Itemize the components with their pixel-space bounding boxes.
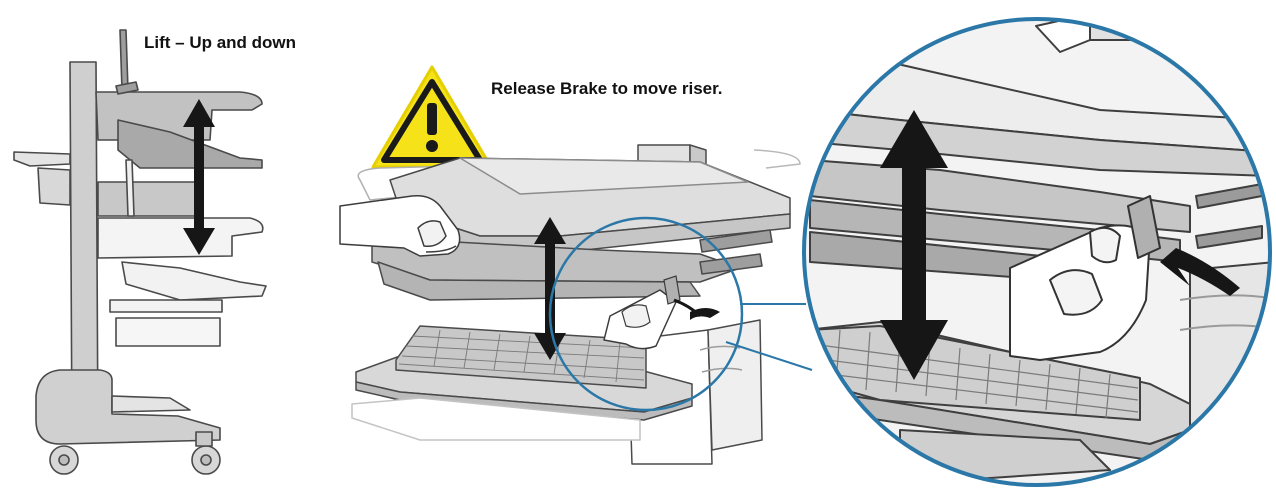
magnifier-ring xyxy=(802,17,1272,487)
double-arrow-icon xyxy=(534,217,566,360)
cart-side-view xyxy=(13,29,267,475)
cart-perspective-view xyxy=(351,144,801,465)
warning-triangle-icon xyxy=(371,65,493,169)
hand-left xyxy=(339,194,461,257)
double-arrow-icon xyxy=(183,99,215,255)
magnifier-circle xyxy=(804,19,1270,485)
magnifier-source-ring xyxy=(548,216,744,412)
brake-lever-detail xyxy=(603,275,720,350)
release-brake-caption: Release Brake to move riser. xyxy=(491,79,723,98)
lift-caption: Lift – Up and down xyxy=(144,33,297,52)
double-arrow-icon xyxy=(880,110,948,380)
